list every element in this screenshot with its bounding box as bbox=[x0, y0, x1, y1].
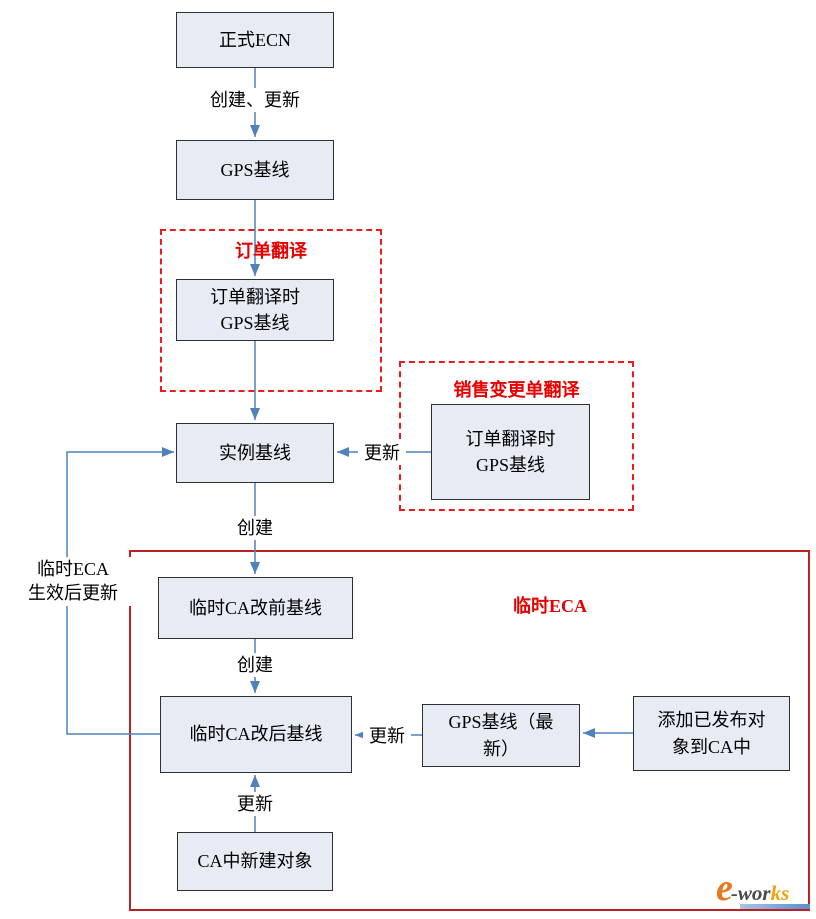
container-title-order-translation: 订单翻译 bbox=[235, 241, 307, 261]
eworks-logo-e: e bbox=[716, 867, 733, 909]
node-instance-baseline: 实例基线 bbox=[176, 423, 334, 483]
container-sales-change-translation bbox=[399, 361, 634, 511]
node-gps-baseline-latest: GPS基线（最 新） bbox=[422, 704, 580, 767]
node-temp-ca-before-baseline: 临时CA改前基线 bbox=[158, 577, 353, 639]
eworks-logo: e-works bbox=[716, 869, 812, 909]
edge-label-update-from-sales: 更新 bbox=[358, 441, 406, 466]
node-sales-translation-gps: 订单翻译时 GPS基线 bbox=[431, 404, 590, 500]
edge-label-temp-eca-feedback: 临时ECA 生效后更新 bbox=[12, 557, 134, 606]
eworks-logo-wor: -wor bbox=[730, 881, 771, 905]
node-temp-ca-after-baseline: 临时CA改后基线 bbox=[160, 696, 352, 773]
node-gps-baseline: GPS基线 bbox=[176, 140, 334, 200]
eworks-logo-ks: ks bbox=[770, 881, 790, 905]
container-title-temp-eca: 临时ECA bbox=[512, 596, 587, 616]
edge-label-create-update: 创建、更新 bbox=[208, 88, 302, 113]
edge-label-update-from-new: 更新 bbox=[227, 792, 283, 817]
edge-label-create-instance: 创建 bbox=[227, 516, 283, 541]
node-add-released-objects: 添加已发布对 象到CA中 bbox=[633, 696, 790, 771]
edge-label-create-ca-after: 创建 bbox=[227, 653, 283, 678]
node-formal-ecn: 正式ECN bbox=[176, 12, 334, 68]
node-ca-new-objects: CA中新建对象 bbox=[177, 832, 333, 891]
container-title-sales-change-translation: 销售变更单翻译 bbox=[453, 380, 580, 400]
container-order-translation bbox=[160, 229, 382, 392]
edge-label-update-from-latest: 更新 bbox=[363, 724, 411, 749]
node-order-translation-gps: 订单翻译时 GPS基线 bbox=[176, 279, 334, 341]
